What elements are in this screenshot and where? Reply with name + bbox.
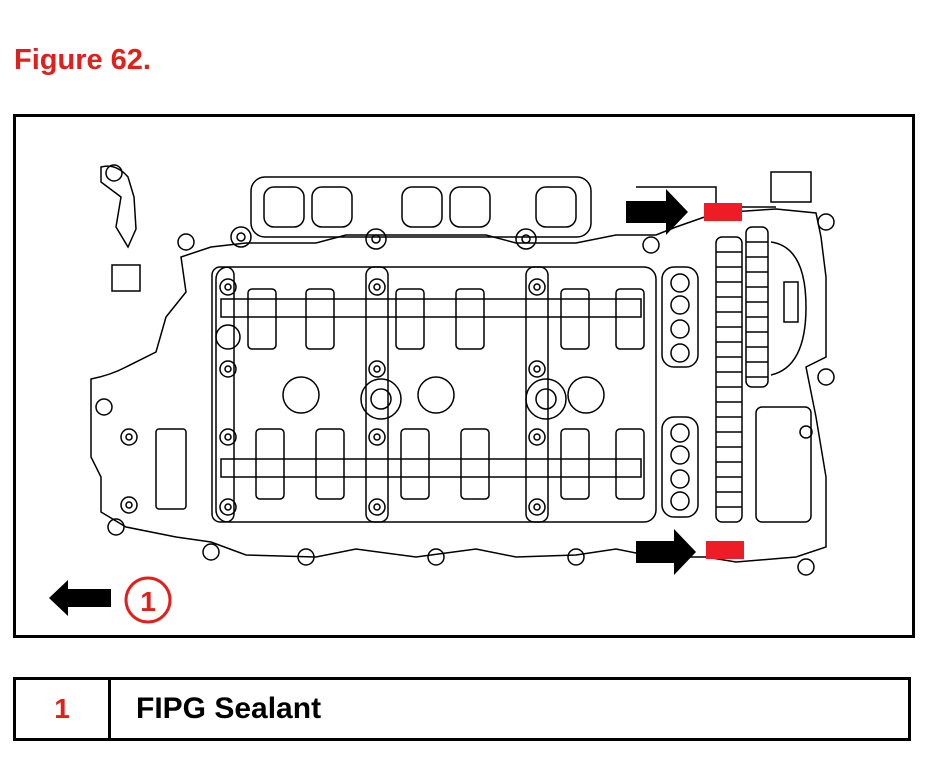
arrow-to-sealant-bottom — [636, 529, 696, 575]
legend-table: 1 FIPG Sealant — [13, 677, 911, 741]
front-direction-arrow — [49, 580, 111, 616]
legend-number: 1 — [16, 680, 111, 738]
cylinder-head-diagram: 1 — [49, 164, 835, 624]
engine-diagram-frame: 1 — [13, 114, 915, 638]
callout-circle — [124, 576, 172, 624]
figure-title: Figure 62. — [14, 44, 151, 76]
arrow-to-sealant-top — [626, 189, 688, 235]
cylinder-head-outline — [90, 208, 827, 563]
sealant-mark-top — [704, 203, 742, 221]
callout-number: 1 — [140, 586, 156, 617]
sealant-mark-bottom — [706, 541, 744, 559]
legend-description: FIPG Sealant — [136, 692, 322, 725]
